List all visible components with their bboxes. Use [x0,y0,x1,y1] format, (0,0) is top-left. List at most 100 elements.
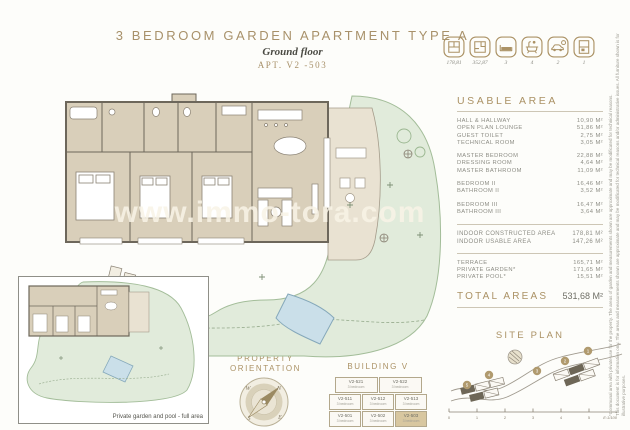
terrace-furniture [335,147,367,203]
floor-plan [65,93,442,358]
terrace [327,107,381,261]
compass-rose: N E S W [239,377,289,427]
inset-caption: Private garden and pool - full area [112,414,203,420]
inset-pool [102,355,134,383]
beds [75,171,233,221]
roundabout [507,349,523,365]
divider [457,306,603,308]
svg-text:0: 0 [448,415,451,420]
spec-bedrooms: 3 [495,36,517,66]
bedrooms-icon [495,36,517,58]
svg-text:E: E [277,415,282,421]
spec-parking-value: 2 [556,60,560,66]
bathrooms-icon [521,36,543,58]
inset-mini-plan [26,281,195,403]
lounge-furniture [257,109,319,227]
header: 3 BEDROOM GARDEN APARTMENT TYPE A Ground… [105,28,480,70]
divider [457,252,603,254]
building-cluster-east [552,357,601,387]
svg-text:4: 4 [560,415,563,420]
watermark: www.immo-tora.com [114,196,426,229]
spec-storage: 1 [573,36,595,66]
site-plan-map: 1 2 3 4 5 [450,343,623,402]
svg-text:5: 5 [588,415,591,420]
page-title: 3 BEDROOM GARDEN APARTMENT TYPE A [115,28,470,43]
svg-text:1: 1 [476,415,479,420]
spec-outdoor-area-value: 352,87 [472,60,488,66]
orientation-line1: PROPERTY [237,354,294,363]
spec-storage-value: 1 [582,60,586,66]
orientation-heading: PROPERTY ORIENTATION [213,354,318,374]
inset-furniture [32,289,118,333]
building-cluster-west [460,376,505,402]
orientation-line2: ORIENTATION [229,364,302,373]
svg-text:2: 2 [504,415,507,420]
svg-text:5: 5 [466,383,469,388]
inset-plants [59,346,163,360]
private-pool [275,293,335,345]
total-areas-row: TOTAL AREAS 531,68 M² [457,291,603,302]
disclaimer-text: *Communal area with private use for the … [608,16,627,416]
svg-text:W: W [246,386,252,392]
site-markers: 1 2 3 4 5 [462,346,593,390]
garden-inset-box: Private garden and pool - full area [18,276,209,424]
outdoor-area-icon [469,36,491,58]
outdoor-row: PRIVATE POOL*15,51 M² [457,274,603,281]
disclaimer-line2: *Communal area with private use for the … [608,94,613,416]
inset-terrace [128,291,150,333]
svg-text:1: 1 [587,349,590,354]
spec-parking: 2 [547,36,569,66]
total-areas-value: 531,68 M² [562,290,603,301]
windows [79,137,331,245]
svg-text:2: 2 [564,359,567,364]
scale-bar: 0 1 2 3 4 5 E:1/100 [448,408,618,420]
spec-indoor-area-value: 178,81 [446,60,462,66]
compass-cardinals: N E S W [246,386,283,422]
spec-bathrooms-value: 4 [530,60,534,66]
spec-bathrooms: 4 [521,36,543,66]
floor-subtitle: Ground floor [262,46,323,58]
scale-label: E:1/100 [603,415,618,420]
storage-icon [573,36,595,58]
bath-fixtures [69,105,247,120]
site-plan-heading: SITE PLAN [495,330,565,341]
usable-area-heading: USABLE AREA [457,95,558,107]
disclaimer-line1: This document is for information only. T… [615,33,626,416]
svg-text:4: 4 [488,373,491,378]
spec-indoor-area: 178,81 [443,36,465,66]
inset-garden-path [38,373,170,385]
